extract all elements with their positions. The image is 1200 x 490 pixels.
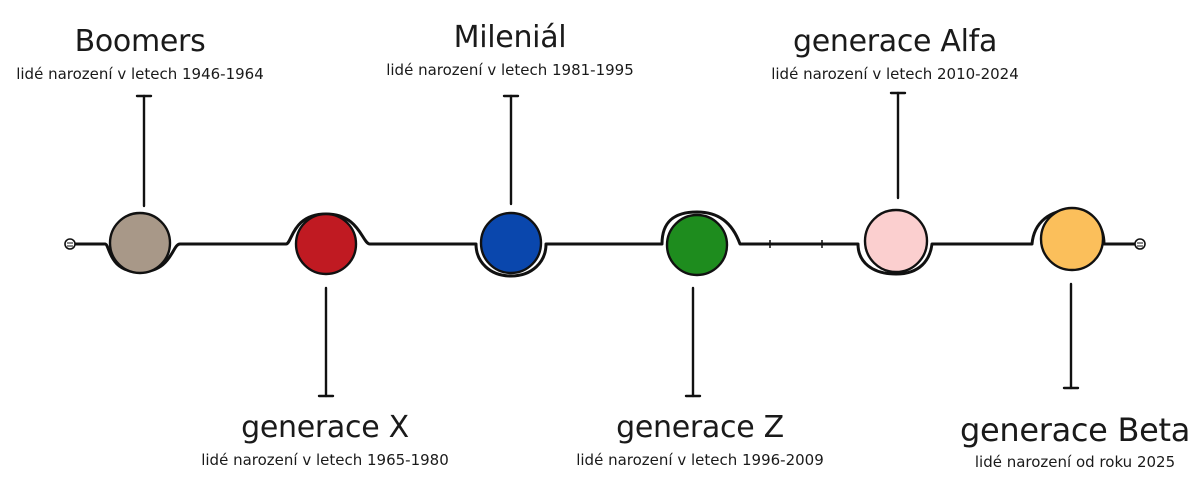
generation-name: Boomers <box>74 24 206 59</box>
generation-range: lidé narození v letech 1946-1964 <box>16 65 264 83</box>
connector-boomers <box>135 94 153 208</box>
label-gen-x: generace X lidé narození v letech 1965-1… <box>185 410 465 470</box>
label-mileniál: Mileniál lidé narození v letech 1981-199… <box>370 20 650 80</box>
timeline-line <box>73 208 1138 278</box>
node-gen-x <box>294 212 358 276</box>
node-gen-alfa <box>863 208 929 274</box>
connector-gen-z <box>684 286 702 398</box>
connector-gen-beta <box>1062 282 1080 390</box>
generation-range: lidé narození v letech 1981-1995 <box>386 61 634 79</box>
node-mileniál <box>479 211 543 275</box>
generation-range: lidé narození v letech 1965-1980 <box>201 451 449 469</box>
timeline-start-cap <box>64 238 76 250</box>
connector-mileniál <box>502 94 520 206</box>
label-gen-beta: generace Beta lidé narození od roku 2025 <box>950 412 1200 472</box>
generation-name: generace Alfa <box>792 24 998 59</box>
generation-range: lidé narození v letech 2010-2024 <box>771 65 1019 83</box>
label-gen-z: generace Z lidé narození v letech 1996-2… <box>560 410 840 470</box>
generation-range: lidé narození v letech 1996-2009 <box>576 451 824 469</box>
generation-name: Mileniál <box>453 20 567 55</box>
generation-name: generace Beta <box>959 411 1191 449</box>
node-boomers <box>108 211 172 275</box>
connector-gen-x <box>317 286 335 398</box>
generation-name: generace Z <box>616 410 784 445</box>
connector-gen-alfa <box>889 91 907 200</box>
node-gen-beta <box>1039 206 1105 272</box>
timeline-end-cap <box>1134 238 1146 250</box>
generation-range: lidé narození od roku 2025 <box>974 453 1176 471</box>
label-gen-alfa: generace Alfa lidé narození v letech 201… <box>755 24 1035 84</box>
node-gen-z <box>665 213 729 277</box>
generation-name: generace X <box>241 410 409 445</box>
label-boomers: Boomers lidé narození v letech 1946-1964 <box>0 24 280 84</box>
